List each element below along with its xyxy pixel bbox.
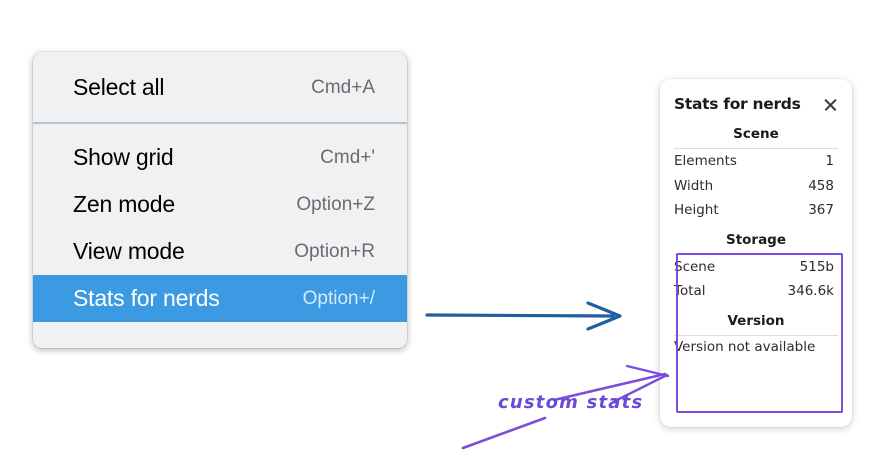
section-heading: Version [727, 312, 785, 329]
stats-for-nerds-panel[interactable]: Stats for nerds Scene Elements 1 Width 4… [660, 79, 852, 427]
menu-group-selection: Select all Cmd+A [33, 52, 407, 122]
menu-footer [33, 322, 407, 337]
stats-row-value: 346.6k [787, 283, 834, 300]
context-menu[interactable]: Select all Cmd+A Show grid Cmd+' Zen mod… [33, 52, 407, 348]
menu-item-label: Select all [73, 74, 165, 100]
stats-panel-header: Stats for nerds [660, 91, 852, 117]
section-rule [674, 148, 838, 149]
menu-item-shortcut: Option+/ [302, 287, 375, 309]
stats-row-label: Total [674, 283, 706, 300]
stats-section-storage: Storage Scene 515b Total 346.6k [660, 223, 852, 304]
menu-item-shortcut: Option+Z [296, 193, 375, 215]
menu-item-stats-for-nerds[interactable]: Stats for nerds Option+/ [33, 275, 407, 322]
menu-item-label: Zen mode [73, 191, 175, 217]
stats-row-value: 367 [808, 202, 834, 219]
stats-section-version: Version Version not available [660, 304, 852, 355]
stats-section-scene: Scene Elements 1 Width 458 Height 367 [660, 117, 852, 223]
stats-row-storage-total: Total 346.6k [660, 279, 852, 304]
stats-row-version-value: Version not available [674, 338, 816, 355]
stats-row-label: Width [674, 177, 714, 194]
stats-row-value: 1 [825, 153, 834, 170]
stats-row-height: Height 367 [660, 198, 852, 223]
menu-item-show-grid[interactable]: Show grid Cmd+' [33, 134, 407, 181]
section-heading: Scene [733, 126, 779, 142]
close-icon[interactable] [822, 96, 839, 113]
menu-separator [33, 122, 407, 124]
menu-item-zen-mode[interactable]: Zen mode Option+Z [33, 181, 407, 228]
stats-panel-title: Stats for nerds [674, 95, 801, 113]
menu-item-shortcut: Option+R [294, 240, 375, 262]
menu-item-label: Show grid [73, 144, 174, 170]
stats-row-value: 515b [799, 258, 834, 275]
menu-item-label: Stats for nerds [73, 285, 220, 311]
annotation-label-custom-stats: custom stats [498, 392, 644, 413]
stats-row-value: 458 [808, 177, 834, 194]
stats-row-elements: Elements 1 [660, 149, 852, 174]
stats-row-width: Width 458 [660, 174, 852, 199]
flow-arrow-blue [425, 301, 622, 331]
menu-item-label: View mode [73, 238, 185, 264]
stats-row-label: Height [674, 202, 719, 219]
menu-item-select-all[interactable]: Select all Cmd+A [33, 64, 407, 111]
stats-row-label: Scene [674, 258, 716, 275]
menu-item-view-mode[interactable]: View mode Option+R [33, 228, 407, 275]
section-rule [674, 334, 838, 336]
section-heading: Storage [725, 231, 787, 248]
stats-row-label: Elements [674, 153, 737, 170]
stats-row-storage-scene: Scene 515b [660, 255, 852, 280]
menu-item-shortcut: Cmd+A [311, 76, 375, 98]
callout-underline-purple [461, 416, 547, 450]
menu-group-view: Show grid Cmd+' Zen mode Option+Z View m… [33, 124, 407, 322]
menu-item-shortcut: Cmd+' [320, 146, 375, 168]
